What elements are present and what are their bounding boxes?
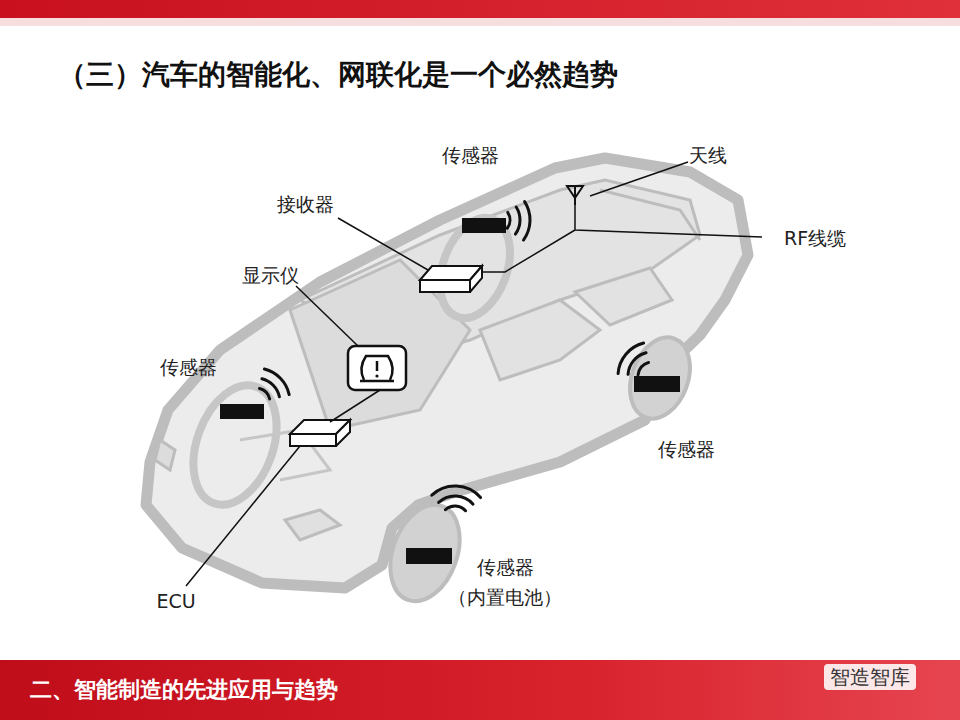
part-label: 传感器 xyxy=(442,144,499,167)
part-note: （内置电池） xyxy=(448,586,562,609)
rear-right-tyre xyxy=(619,329,700,427)
ecu-box xyxy=(290,420,350,446)
leader-line xyxy=(338,218,428,270)
leader-line xyxy=(186,446,300,586)
tpms-icon xyxy=(375,374,378,377)
radio-wave xyxy=(638,362,649,375)
tyre-sensor xyxy=(634,376,680,392)
antenna-symbol xyxy=(567,186,583,205)
rf-cable xyxy=(575,205,762,237)
radio-wave xyxy=(618,343,644,374)
section-footer: 二、智能制造的先进应用与趋势 xyxy=(30,675,338,705)
tyre-sensor xyxy=(406,548,452,564)
top-bar xyxy=(0,0,960,18)
part-label: 传感器 xyxy=(160,356,217,379)
radio-wave xyxy=(262,379,279,397)
part-label: 显示仪 xyxy=(242,264,299,287)
tyre-sensor xyxy=(462,218,506,233)
top-bar-fade xyxy=(0,18,960,26)
tpms-icon xyxy=(376,361,379,371)
radio-wave xyxy=(439,496,473,504)
tpms-icon xyxy=(360,380,394,383)
leader-line xyxy=(330,390,380,422)
rear-window xyxy=(575,268,672,325)
display-unit xyxy=(348,346,406,390)
slide-title: （三）汽车的智能化、网联化是一个必然趋势 xyxy=(58,56,618,94)
rf-cable xyxy=(478,230,575,272)
radio-wave xyxy=(259,388,269,398)
part-label: 传感器 xyxy=(477,556,534,579)
radio-wave xyxy=(445,506,465,511)
leader-line xyxy=(590,162,688,196)
radio-wave xyxy=(628,353,646,375)
headlight xyxy=(155,440,175,470)
radio-wave xyxy=(432,486,481,498)
tpms-icon xyxy=(361,356,392,380)
part-label: ECU xyxy=(156,590,195,613)
radio-wave xyxy=(523,202,530,240)
footer-band: 二、智能制造的先进应用与趋势 xyxy=(0,660,960,720)
radio-wave xyxy=(507,212,510,228)
side-window xyxy=(480,300,600,380)
part-label: 接收器 xyxy=(277,193,334,216)
leader-line xyxy=(296,286,358,346)
tyre-sensor xyxy=(220,404,264,419)
part-label: 天线 xyxy=(689,144,727,167)
part-label: RF线缆 xyxy=(784,227,846,250)
part-label: 传感器 xyxy=(658,438,715,461)
fog-light xyxy=(285,510,340,540)
radio-waves xyxy=(259,202,648,511)
radio-wave xyxy=(515,207,520,234)
radio-wave xyxy=(264,369,289,394)
receiver-box xyxy=(420,266,482,292)
watermark: 智造智库 xyxy=(824,664,916,690)
front-left-wheel xyxy=(178,374,292,517)
